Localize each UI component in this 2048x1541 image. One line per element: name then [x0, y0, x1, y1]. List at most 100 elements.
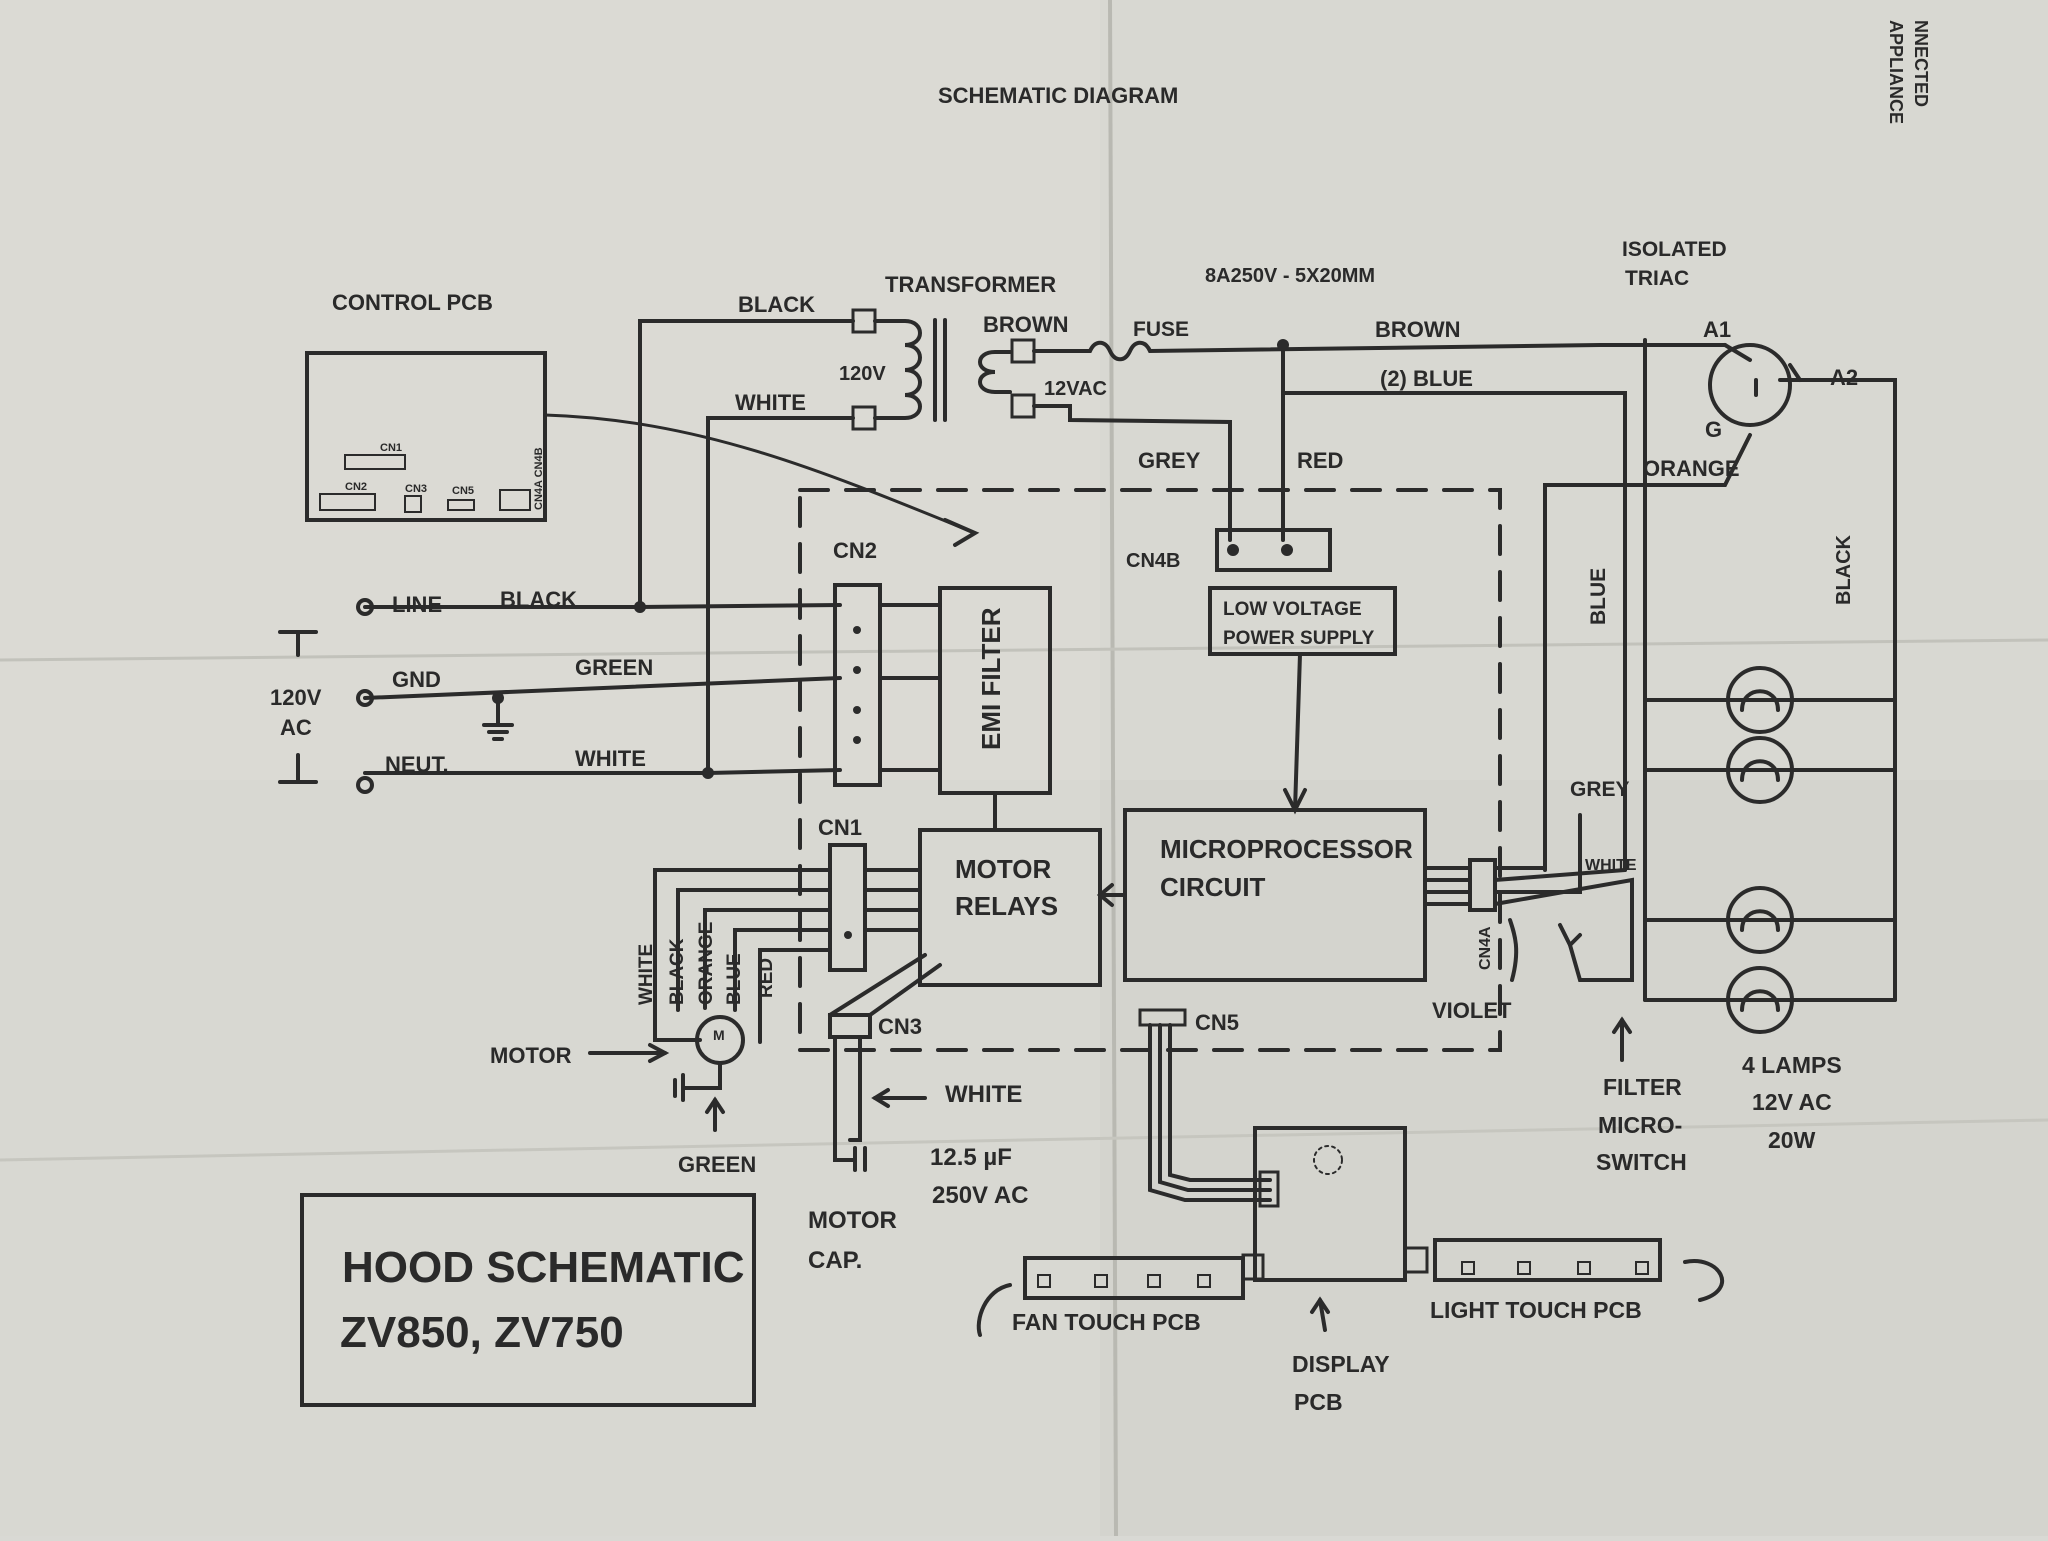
fan-touch-button — [1037, 1274, 1051, 1288]
cn4b-connector — [1215, 528, 1332, 572]
pcb-connector-cn5 — [447, 499, 475, 511]
label-ac: AC — [280, 715, 312, 740]
motor-ground-lead — [683, 1061, 722, 1090]
wire-2-blue — [1281, 391, 1627, 872]
label-black-vertical: BLACK — [1833, 534, 1855, 605]
arrow-violet — [1508, 918, 1519, 982]
arrow-fan-touch — [976, 1283, 1012, 1337]
label-wire-orange: ORANGE — [696, 922, 717, 1005]
wire-motor-white — [653, 868, 832, 1042]
label-brown-bus: BROWN — [1375, 317, 1461, 342]
diagram-title: SCHEMATIC DIAGRAM — [938, 83, 1178, 108]
low-voltage-power-supply — [1208, 586, 1397, 656]
light-touch-button — [1517, 1261, 1531, 1275]
lamp-symbol — [1726, 736, 1794, 804]
lamp-symbol — [1726, 666, 1794, 734]
lamp-symbol — [1726, 966, 1794, 1034]
label-cn4b: CN4B — [1126, 550, 1180, 572]
light-touch-button — [1577, 1261, 1591, 1275]
label-black-top: BLACK — [738, 292, 815, 317]
label-lvps-2: POWER SUPPLY — [1223, 628, 1375, 649]
wire-relay-cn3 — [828, 953, 927, 1017]
label-white-cap: WHITE — [945, 1081, 1022, 1108]
label-fuse-rating: 8A250V - 5X20MM — [1205, 265, 1375, 287]
label-grey-right: GREY — [1570, 778, 1630, 801]
corner-fragment-1: NNECTED — [1911, 20, 1931, 107]
wire-motor-blue — [733, 928, 832, 1012]
label-a1: A1 — [1703, 317, 1731, 342]
label-filter-1: FILTER — [1603, 1074, 1682, 1100]
arrow-green-head — [705, 1096, 725, 1114]
label-m: M — [713, 1027, 725, 1043]
label-gnd: GND — [392, 667, 441, 692]
light-touch-button — [1635, 1261, 1649, 1275]
wire-green-gnd — [363, 676, 842, 700]
terminal-line — [356, 598, 374, 616]
arrow-filter-head — [1612, 1016, 1632, 1034]
paper-fold — [1108, 0, 1118, 1537]
label-red-top: RED — [1297, 448, 1343, 473]
pcb-connector-cn1 — [344, 454, 406, 470]
wire-cap — [833, 1035, 857, 1162]
cn5-connector — [1138, 1008, 1187, 1027]
display-pcb — [1253, 1126, 1407, 1282]
label-pcb-cn3: CN3 — [405, 483, 427, 495]
control-pcb-box — [305, 351, 547, 522]
label-orange-triac: ORANGE — [1643, 456, 1740, 481]
label-fan-touch-pcb: FAN TOUCH PCB — [1012, 1309, 1201, 1335]
label-lamps-1: 4 LAMPS — [1742, 1052, 1842, 1078]
display-ribbon-connector — [1258, 1170, 1280, 1208]
label-neut: NEUT. — [385, 752, 449, 777]
wire-neutral-to-cn2 — [706, 768, 842, 775]
label-pcb-cn1: CN1 — [380, 442, 402, 454]
wire-white-switch — [1493, 877, 1634, 982]
label-motor: MOTOR — [490, 1043, 572, 1068]
wire-motor-red — [758, 948, 832, 1044]
arrow-display-head — [1310, 1296, 1330, 1314]
label-white-right: WHITE — [1585, 857, 1637, 874]
filter-microswitch — [1558, 923, 1582, 949]
paper-fold — [0, 1118, 2048, 1162]
label-violet: VIOLET — [1432, 998, 1512, 1023]
wire-motor-orange — [703, 908, 832, 1010]
label-12vac: 12VAC — [1044, 378, 1107, 400]
label-mcu-1: MICROPROCESSOR — [1160, 834, 1413, 864]
wire-cn4a-blue — [1493, 868, 1627, 882]
cn4b-pin — [1281, 544, 1293, 556]
wire-black-line — [363, 319, 855, 609]
arrow-control-pcb — [943, 518, 980, 547]
junction-dot — [634, 601, 646, 613]
terminal-gnd — [356, 689, 374, 707]
label-pcb-cn5: CN5 — [452, 485, 474, 497]
cn2-pin — [853, 666, 861, 674]
cn4a-connector — [1468, 858, 1497, 912]
label-wire-black: BLACK — [667, 938, 688, 1005]
motor-relays-box — [918, 828, 1102, 987]
label-2-blue: (2) BLUE — [1380, 366, 1473, 391]
label-light-touch-pcb: LIGHT TOUCH PCB — [1430, 1297, 1642, 1323]
wire-relay-cn3 — [868, 963, 942, 1017]
label-cn3: CN3 — [878, 1014, 922, 1039]
lamp-filament — [1740, 759, 1780, 782]
label-emi-filter: EMI FILTER — [976, 607, 1006, 750]
light-touch-connector — [1403, 1246, 1429, 1274]
label-g: G — [1705, 417, 1722, 442]
label-control-pcb: CONTROL PCB — [332, 290, 493, 315]
light-touch-button — [1461, 1261, 1475, 1275]
triac-a2-lead — [1788, 363, 1802, 382]
wire-lvps-to-mcu — [1293, 652, 1302, 812]
junction-dot — [702, 767, 714, 779]
label-triac: TRIAC — [1625, 267, 1689, 290]
junctions — [492, 339, 1289, 939]
pcb-connector-cn2 — [319, 493, 376, 511]
wire-cap — [848, 1035, 862, 1142]
wire-black-lamps — [1778, 378, 1897, 1002]
label-isolated: ISOLATED — [1622, 238, 1727, 261]
label-a2: A2 — [1830, 365, 1858, 390]
light-touch-pcb — [1433, 1238, 1662, 1282]
cn4b-pin — [1227, 544, 1239, 556]
wire-grey-switch — [1493, 813, 1582, 894]
label-lvps-1: LOW VOLTAGE — [1223, 599, 1362, 620]
triac-a1-lead — [1723, 343, 1752, 362]
junction-dot — [1277, 339, 1289, 351]
